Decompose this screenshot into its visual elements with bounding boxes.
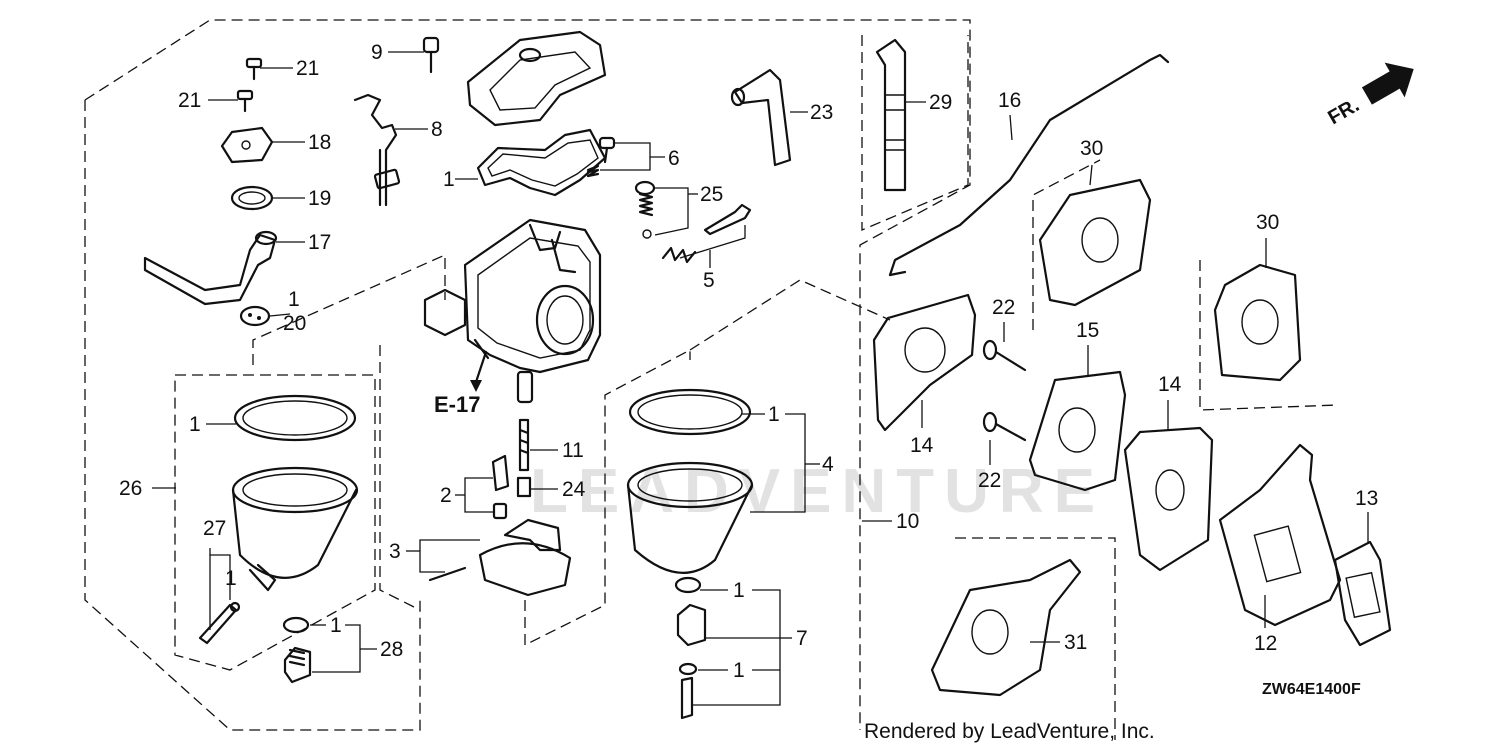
callout-29: 29 [929,91,952,114]
callout-13: 13 [1355,487,1378,510]
callout-7: 7 [796,627,808,650]
screw-21-bottom [236,89,254,113]
callout-21b: 21 [178,89,201,112]
callout-12: 12 [1254,632,1277,655]
callout-5: 5 [703,269,715,292]
callout-9: 9 [371,41,383,64]
front-direction-indicator: FR. [1324,62,1414,129]
callout-1d: 1 [225,567,237,590]
callout-1h: 1 [733,659,745,682]
callout-30b: 30 [1256,211,1279,234]
callout-10: 10 [896,510,919,533]
screw-21-top [245,57,263,81]
render-credit: Rendered by LeadVenture, Inc. [864,720,1155,743]
callout-11: 11 [562,439,584,462]
callout-1e: 1 [330,614,342,637]
callout-8: 8 [431,118,443,141]
leader-lines [152,51,1369,706]
callout-4: 4 [822,453,834,476]
callout-22b: 22 [978,469,1001,492]
callout-17: 17 [308,231,331,254]
callout-1a: 1 [288,288,300,311]
float-chamber-26 [231,394,359,592]
callout-23: 23 [810,101,833,124]
callout-1b: 1 [443,168,455,191]
callout-18: 18 [308,131,331,154]
callout-20: 20 [283,312,306,335]
callout-1f: 1 [768,403,780,426]
callout-28: 28 [380,638,403,661]
reference-label-e17: E-17 [434,392,480,417]
callout-27: 27 [203,517,226,540]
front-arrow-icon [1361,62,1414,105]
callout-1c: 1 [189,413,201,436]
carburetor-body [423,218,602,404]
callout-2: 2 [440,484,452,507]
callout-14b: 14 [1158,373,1182,396]
callout-22a: 22 [992,296,1015,319]
diagram-code: ZW64E1400F [1262,681,1361,698]
callout-15: 15 [1076,319,1099,342]
callout-21a: 21 [296,57,319,80]
callout-26: 26 [119,477,142,500]
float-chamber-4 [626,388,754,574]
callout-24: 24 [562,478,586,501]
callout-6: 6 [668,147,680,170]
callout-31: 31 [1064,631,1087,654]
front-direction-label: FR. [1324,94,1363,129]
watermark: LEADVENTURE [530,457,1105,526]
group-borders [84,19,1339,740]
callout-3: 3 [389,540,401,563]
callout-1g: 1 [733,579,745,602]
callout-14a: 14 [910,434,934,457]
callout-25: 25 [700,183,723,206]
callout-19: 19 [308,187,331,210]
callout-30a: 30 [1080,137,1103,160]
callout-16: 16 [998,89,1021,112]
